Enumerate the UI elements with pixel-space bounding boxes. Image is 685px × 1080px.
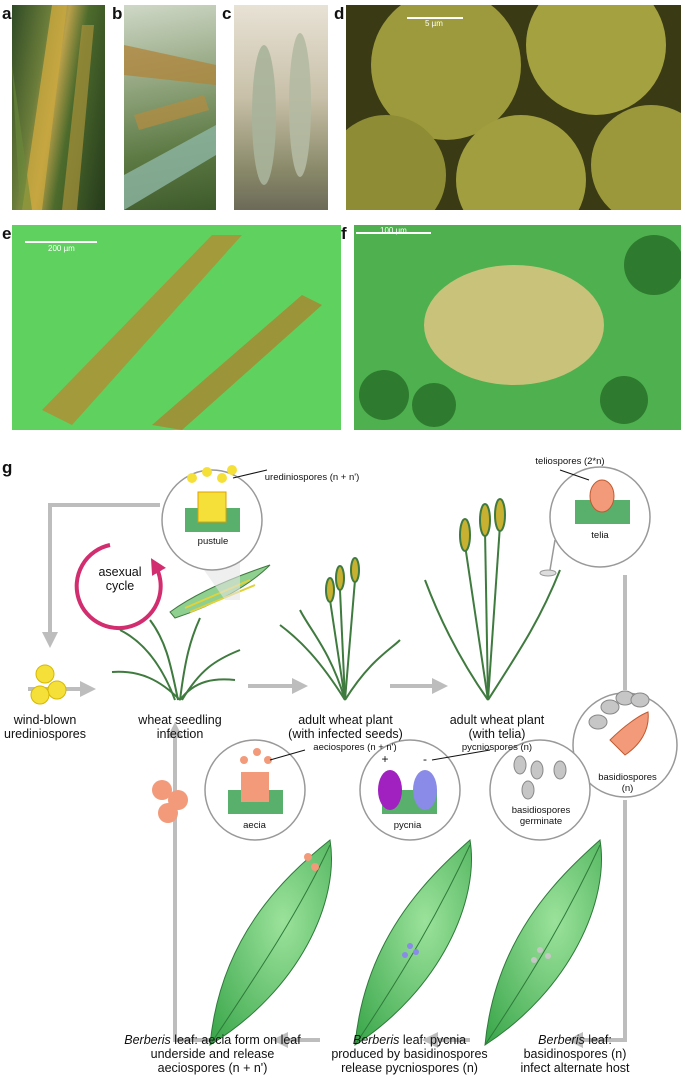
pycnia-label: pycnia xyxy=(393,820,422,831)
caption-pycnia-leaf: Berberis leaf: pycnia produced by basidi… xyxy=(331,1033,488,1075)
windblown-urediniospores-icon xyxy=(30,664,67,705)
photo-panel-b xyxy=(124,5,216,210)
scalebar-d-label: 5 µm xyxy=(425,19,443,28)
telia-magnifier xyxy=(539,466,651,577)
berberis-leaf-aecia xyxy=(209,839,332,1046)
scalebar-f-label: 100 µm xyxy=(380,226,407,235)
sem-panel-e xyxy=(12,225,341,430)
panel-label-e: e xyxy=(2,224,12,243)
berberis-leaf-basidiospores xyxy=(484,839,602,1046)
panel-label-c: c xyxy=(222,4,232,23)
panel-label-b: b xyxy=(112,4,123,23)
scalebar-d xyxy=(407,17,463,19)
urediniospores-label: urediniospores (n + n') xyxy=(264,472,360,483)
plus-sign: + xyxy=(381,752,389,766)
adult-wheat-seeds-label: adult wheat plant(with infected seeds) xyxy=(288,713,403,741)
wheat-seedling-illustration xyxy=(111,617,241,701)
caption-basidiospore-leaf: Berberis leaf: basidinospores (n) infect… xyxy=(520,1033,630,1075)
pustule-label: pustule xyxy=(197,536,229,547)
sem-panel-f xyxy=(354,225,681,430)
aeciospores-cluster-icon xyxy=(152,780,188,823)
wheat-ear-photo-c xyxy=(252,33,311,185)
pustule-magnifier xyxy=(161,465,268,600)
sem-telia-section-image xyxy=(354,225,681,430)
pycniospores-label: pycniospores (n) xyxy=(461,742,533,753)
asexual-cycle-arrow xyxy=(74,543,166,631)
basidiospores-magnifier xyxy=(572,690,678,798)
wheat-leaf-photo-b xyxy=(124,45,216,210)
basidiospores-label: basidiospores(n) xyxy=(598,772,657,794)
sem-urediniospores-image xyxy=(346,5,681,210)
teliospores-label: teliospores (2*n) xyxy=(535,456,605,467)
photo-panel-c xyxy=(234,5,328,210)
basidiospores-germinate-magnifier xyxy=(489,739,591,841)
panel-label-f: f xyxy=(341,224,347,243)
adult-wheat-telia-label: adult wheat plant(with telia) xyxy=(449,713,545,741)
minus-sign: - xyxy=(423,752,427,766)
caption-aecia-leaf: Berberis leaf: aecia form on leaf unders… xyxy=(124,1033,301,1075)
panel-label-a: a xyxy=(2,4,12,23)
wheat-leaf-photo-a xyxy=(12,5,94,210)
adult-wheat-plant-seeds-illustration xyxy=(279,557,401,701)
scalebar-e xyxy=(25,241,97,243)
sem-panel-d xyxy=(346,5,681,210)
life-cycle-diagram xyxy=(28,465,678,1048)
scalebar-e-label: 200 µm xyxy=(48,244,75,253)
adult-wheat-plant-telia-illustration xyxy=(424,498,561,701)
telia-label: telia xyxy=(591,530,609,541)
scalebar-f xyxy=(356,232,431,234)
pycnia-magnifier xyxy=(359,739,491,841)
panel-label-d: d xyxy=(334,4,345,23)
sem-pustules-image xyxy=(12,225,341,430)
aecia-magnifier xyxy=(204,739,306,841)
panel-label-g: g xyxy=(2,458,13,477)
photo-panel-a xyxy=(12,5,105,210)
flow-arrows xyxy=(28,503,627,1048)
berberis-leaf-pycnia xyxy=(354,839,472,1046)
aecia-label: aecia xyxy=(243,820,266,831)
aeciospores-label: aeciospores (n + n') xyxy=(313,742,397,753)
